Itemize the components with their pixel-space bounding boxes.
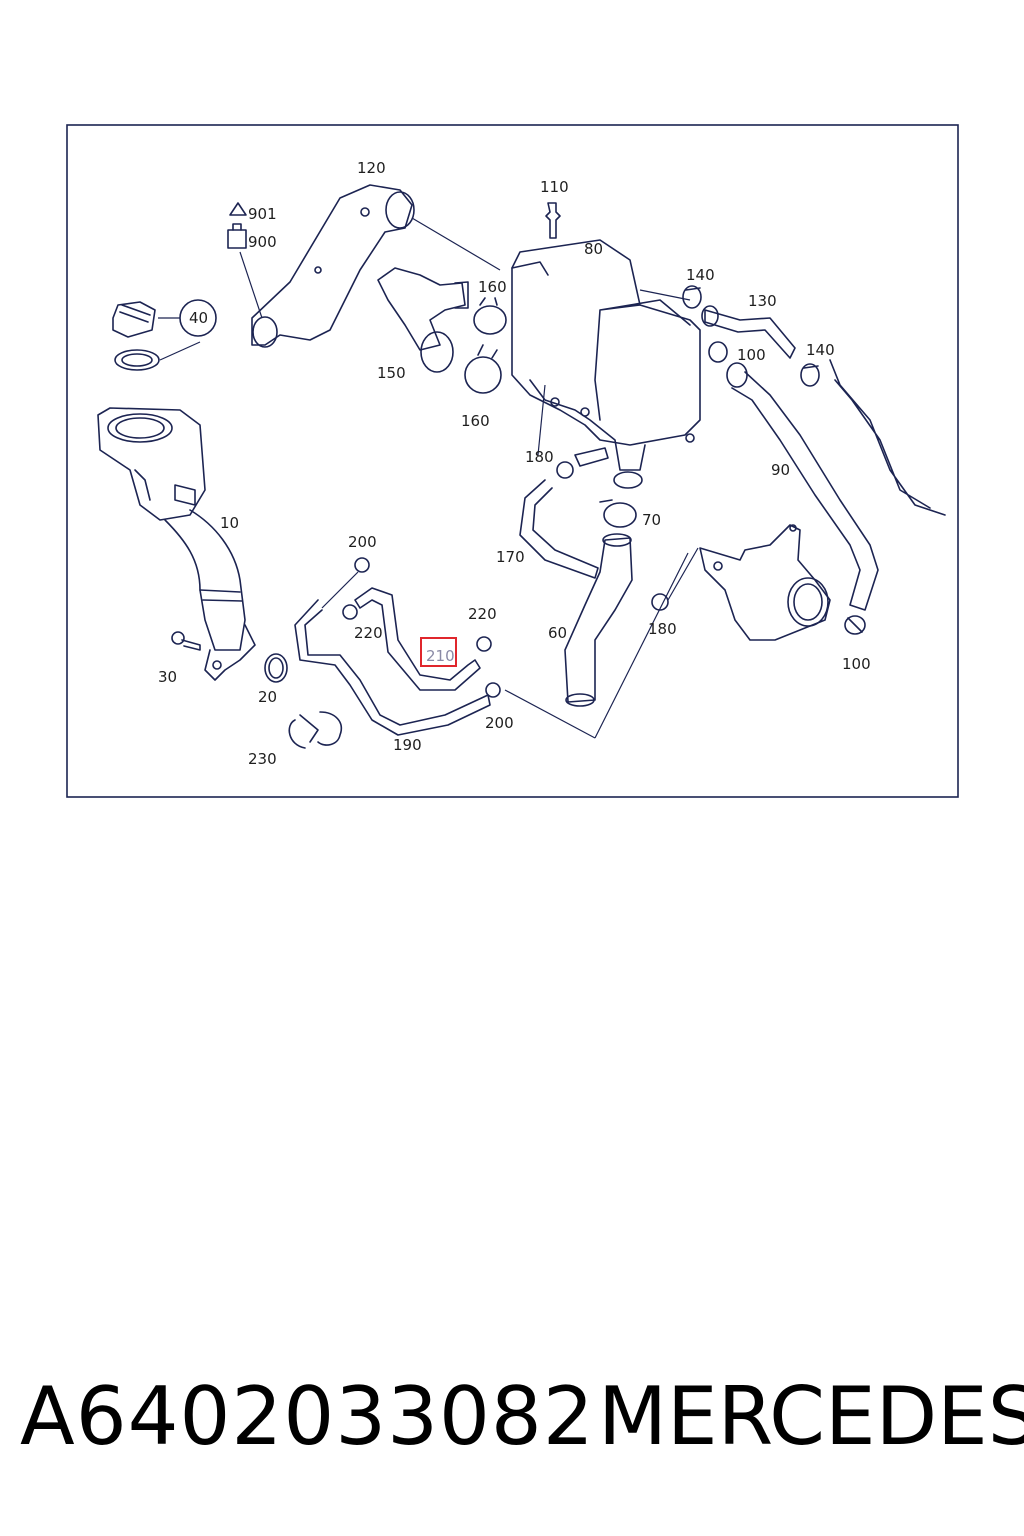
callout-90[interactable]: 90: [771, 461, 790, 479]
part-190-hose: [294, 599, 491, 736]
diagram-frame: [66, 124, 959, 798]
part-80-housing: [511, 239, 701, 489]
callout-170[interactable]: 170: [496, 548, 525, 566]
callout-210-highlight: [420, 637, 457, 667]
callout-120[interactable]: 120: [357, 159, 386, 177]
part-150-pipe: [377, 267, 469, 373]
callout-10[interactable]: 10: [220, 514, 239, 532]
callout-110[interactable]: 110: [540, 178, 569, 196]
callout-220[interactable]: 220: [354, 624, 383, 642]
part-70-clamp: [599, 499, 637, 528]
part-60-hose: [504, 533, 689, 739]
callout-140[interactable]: 140: [686, 266, 715, 284]
callout-220[interactable]: 220: [468, 605, 497, 623]
callout-230[interactable]: 230: [248, 750, 277, 768]
part-number: A6402033082: [20, 1370, 595, 1463]
callout-180[interactable]: 180: [648, 620, 677, 638]
callout-160[interactable]: 160: [478, 278, 507, 296]
callout-100[interactable]: 100: [737, 346, 766, 364]
thermostat-housing: [699, 524, 831, 641]
part-200-220-clamps: [321, 557, 501, 698]
part-10-filler-neck: [97, 407, 256, 681]
callout-180[interactable]: 180: [525, 448, 554, 466]
callout-130[interactable]: 130: [748, 292, 777, 310]
callout-210[interactable]: 210: [426, 647, 455, 665]
part-130-hose: [639, 289, 796, 359]
part-140-clamps: [682, 285, 820, 387]
part-170-hose: [519, 447, 609, 579]
part-120-pipe: [239, 184, 501, 348]
part-100-clamps: [844, 615, 866, 635]
footer: A6402033082 MERCEDES: [0, 1370, 1024, 1480]
callout-150[interactable]: 150: [377, 364, 406, 382]
callout-20[interactable]: 20: [258, 688, 277, 706]
callout-60[interactable]: 60: [548, 624, 567, 642]
brand-name: MERCEDES: [598, 1370, 1024, 1463]
callout-40[interactable]: 40: [189, 309, 208, 327]
callout-80[interactable]: 80: [584, 240, 603, 258]
part-40-cap: [112, 299, 217, 371]
callout-160[interactable]: 160: [461, 412, 490, 430]
callout-901[interactable]: 901: [248, 205, 277, 223]
part-20-ring: [264, 653, 288, 683]
part-230-clip: [288, 711, 342, 749]
part-210-hose: [354, 587, 481, 691]
callout-200[interactable]: 200: [485, 714, 514, 732]
callout-140[interactable]: 140: [806, 341, 835, 359]
part-110-bolt: [545, 202, 561, 239]
part-160-clamps: [464, 297, 507, 394]
callout-labels: 120 110 901 900 80 140 160 130 40 140 10…: [158, 159, 871, 768]
parts-diagram: 120 110 901 900 80 140 160 130 40 140 10…: [66, 124, 959, 798]
callout-900[interactable]: 900: [248, 233, 277, 251]
part-30-bolt: [171, 631, 201, 651]
callout-200[interactable]: 200: [348, 533, 377, 551]
part-90-hose: [708, 341, 946, 611]
callout-190[interactable]: 190: [393, 736, 422, 754]
part-900-901-symbols: [227, 202, 247, 249]
callout-30[interactable]: 30: [158, 668, 177, 686]
callout-100[interactable]: 100: [842, 655, 871, 673]
callout-70[interactable]: 70: [642, 511, 661, 529]
